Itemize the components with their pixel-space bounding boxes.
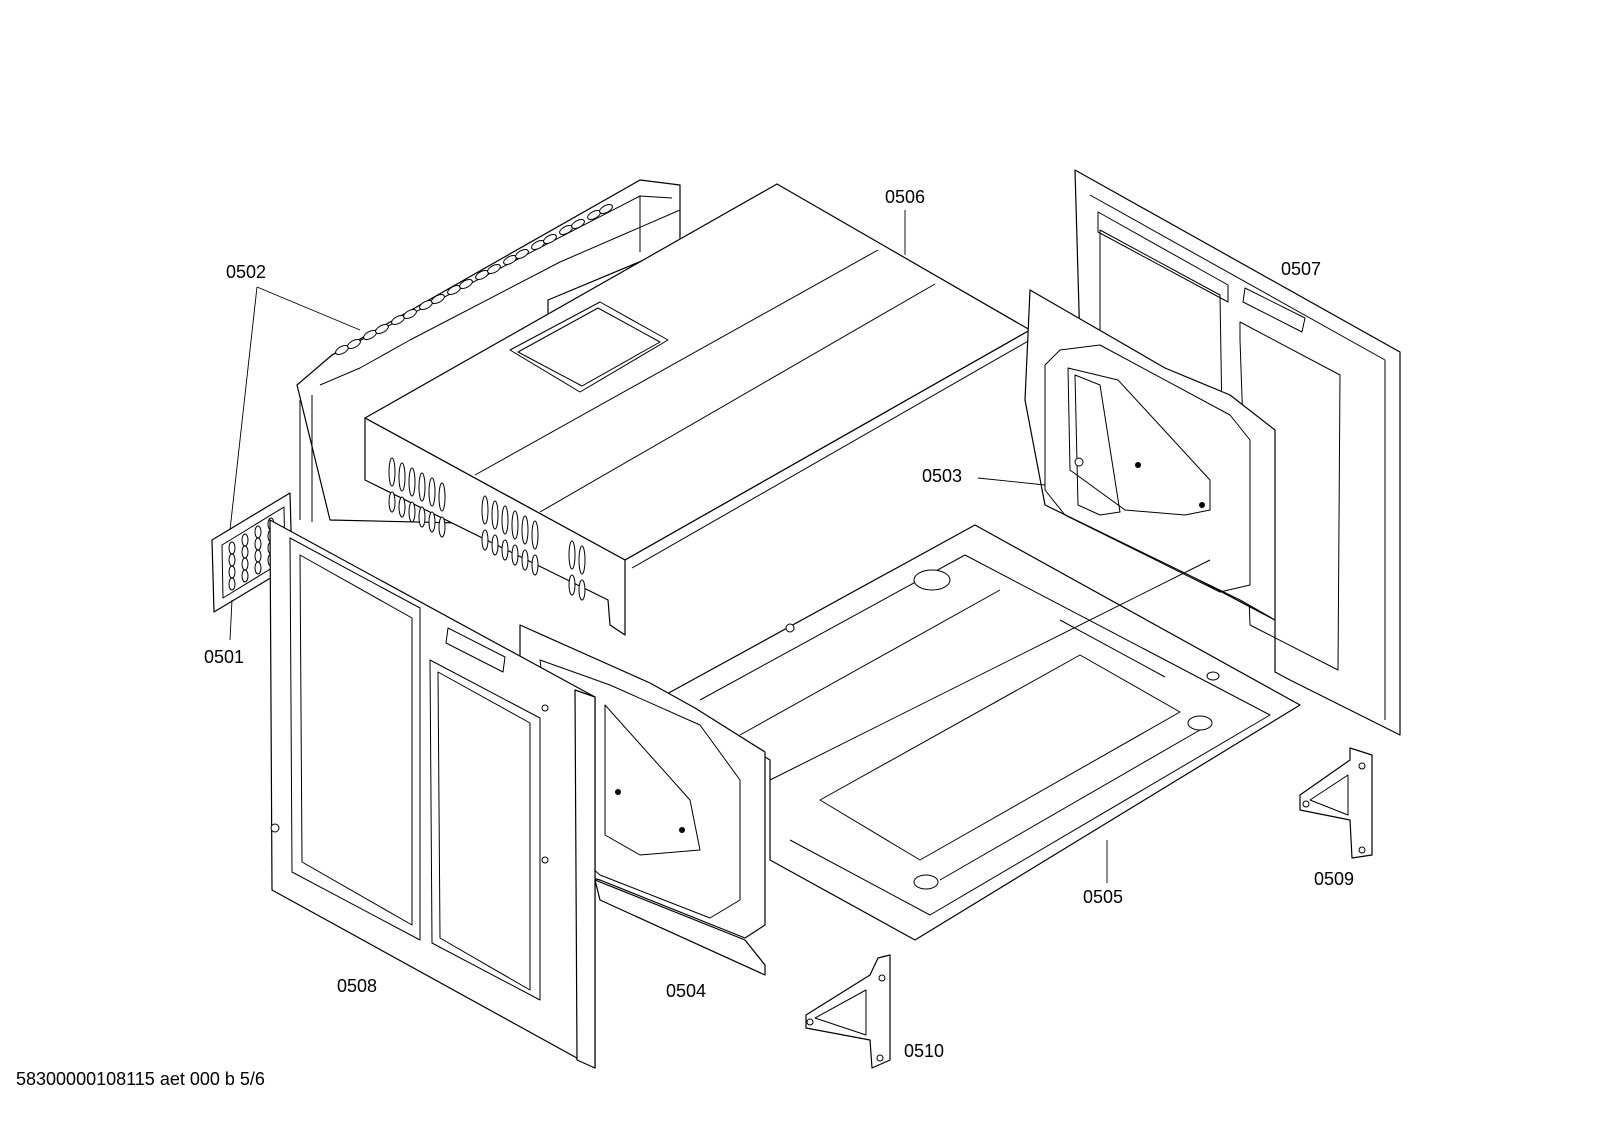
vent-slot: [531, 520, 539, 550]
vent-slot: [388, 491, 396, 513]
vent-slot: [241, 569, 249, 583]
vent-slot: [515, 248, 529, 260]
label-0507: 0507: [1281, 259, 1321, 279]
vent-slot: [491, 500, 499, 530]
vent-slot: [428, 511, 436, 533]
part-0506-top-cover: [364, 183, 1031, 636]
part-0509-bracket: [1299, 747, 1373, 859]
vent-slot: [388, 457, 396, 487]
vent-slot: [347, 338, 361, 350]
label-0509: 0509: [1314, 869, 1354, 889]
vent-slot: [487, 263, 501, 275]
vent-slot: [481, 529, 489, 551]
vent-slot: [543, 233, 557, 245]
vent-slot: [501, 539, 509, 561]
vent-slot: [403, 308, 417, 320]
vent-slot: [431, 293, 445, 305]
vent-slot: [254, 561, 262, 575]
label-0505: 0505: [1083, 887, 1123, 907]
vent-slot: [511, 510, 519, 540]
label-0508: 0508: [337, 976, 377, 996]
vent-slot: [459, 278, 473, 290]
drawing-reference-footer: 58300000108115 aet 000 b 5/6: [16, 1069, 265, 1089]
part-0510-bracket: [805, 954, 891, 1069]
vent-slot: [418, 506, 426, 528]
vent-slot: [398, 462, 406, 492]
label-0502: 0502: [226, 262, 266, 282]
vent-slot: [578, 579, 586, 601]
vent-slot: [438, 516, 446, 538]
vent-slot: [228, 577, 236, 591]
leader-lines: [229, 210, 1108, 883]
label-0503: 0503: [922, 466, 962, 486]
vent-slot: [241, 533, 249, 547]
vent-slot: [241, 557, 249, 571]
vent-slot: [254, 525, 262, 539]
vent-slot: [398, 496, 406, 518]
part-0503-right-inner-wall: [1024, 289, 1276, 621]
vent-slot: [228, 565, 236, 579]
vent-slot: [481, 495, 489, 525]
vent-slot: [408, 501, 416, 523]
label-0506: 0506: [885, 187, 925, 207]
vent-slot: [531, 554, 539, 576]
vent-slot: [501, 505, 509, 535]
vent-slot: [568, 574, 576, 596]
part-0508-left-side-panel: [269, 519, 596, 1069]
vent-slot: [428, 477, 436, 507]
vent-slot: [521, 515, 529, 545]
vent-slot: [375, 323, 389, 335]
label-0501: 0501: [204, 647, 244, 667]
vent-slot: [241, 545, 249, 559]
part-0505-base-frame: [664, 524, 1301, 941]
label-0504: 0504: [666, 981, 706, 1001]
vent-slot: [571, 218, 585, 230]
vent-slot: [408, 467, 416, 497]
vent-slot: [511, 544, 519, 566]
vent-slot: [578, 545, 586, 575]
vent-slot: [599, 203, 613, 215]
vent-slot: [438, 482, 446, 512]
vent-slot: [491, 534, 499, 556]
vent-slot: [228, 541, 236, 555]
vent-slot: [254, 537, 262, 551]
vent-slot: [254, 549, 262, 563]
vent-slot: [521, 549, 529, 571]
vent-slot: [228, 553, 236, 567]
vent-slot: [418, 472, 426, 502]
vent-slot: [568, 540, 576, 570]
label-0510: 0510: [904, 1041, 944, 1061]
